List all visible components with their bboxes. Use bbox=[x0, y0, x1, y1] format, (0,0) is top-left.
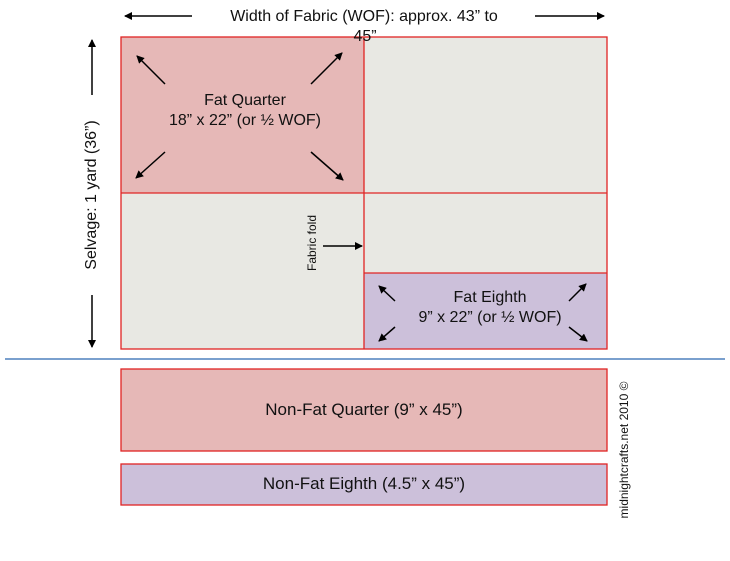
copyright-credit: midnightcrafts.net 2010 © bbox=[617, 381, 631, 519]
fat-quarter-title: Fat Quarter bbox=[204, 92, 286, 109]
fat-quarter-panel bbox=[121, 37, 364, 193]
fabric-fold-label: Fabric fold bbox=[305, 214, 319, 272]
fq-arrow-top-left bbox=[136, 55, 166, 85]
fe-arrow-top-right bbox=[568, 283, 587, 302]
fq-arrow-bottom-left bbox=[135, 151, 166, 179]
fat-quarter-size: 18” x 22” (or ½ WOF) bbox=[168, 112, 322, 129]
fabric-panel-top-right bbox=[364, 37, 607, 193]
non-fat-eighth-label: Non-Fat Eighth (4.5” x 45”) bbox=[262, 474, 466, 493]
fe-arrow-bottom-right bbox=[568, 326, 588, 342]
fe-arrow-top-left bbox=[378, 285, 396, 302]
fe-arrow-bottom-left bbox=[378, 326, 396, 342]
fabric-panel-bottom-right bbox=[364, 193, 607, 273]
fat-eighth-panel bbox=[364, 273, 607, 349]
fat-eighth-size: 9” x 22” (or ½ WOF) bbox=[418, 309, 562, 326]
width-label-line1: Width of Fabric (WOF): approx. 43” to bbox=[230, 8, 498, 25]
non-fat-quarter-strip bbox=[120, 368, 608, 452]
fq-arrow-top-right bbox=[310, 52, 343, 85]
width-label: Width of Fabric (WOF): approx. 43” to bbox=[196, 7, 532, 27]
fat-eighth-label: Fat Eighth 9” x 22” (or ½ WOF) bbox=[385, 288, 595, 328]
selvage-label: Selvage: 1 yard (36”) bbox=[82, 95, 102, 295]
non-fat-quarter-label: Non-Fat Quarter (9” x 45”) bbox=[265, 400, 463, 419]
non-fat-eighth-strip bbox=[120, 463, 608, 506]
fabric-panel-bottom-left bbox=[121, 193, 364, 349]
fat-eighth-title: Fat Eighth bbox=[453, 289, 527, 306]
fq-arrow-bottom-right bbox=[310, 151, 344, 181]
width-label-continuation: 45” bbox=[353, 28, 377, 45]
fat-quarter-label: Fat Quarter 18” x 22” (or ½ WOF) bbox=[140, 91, 350, 131]
